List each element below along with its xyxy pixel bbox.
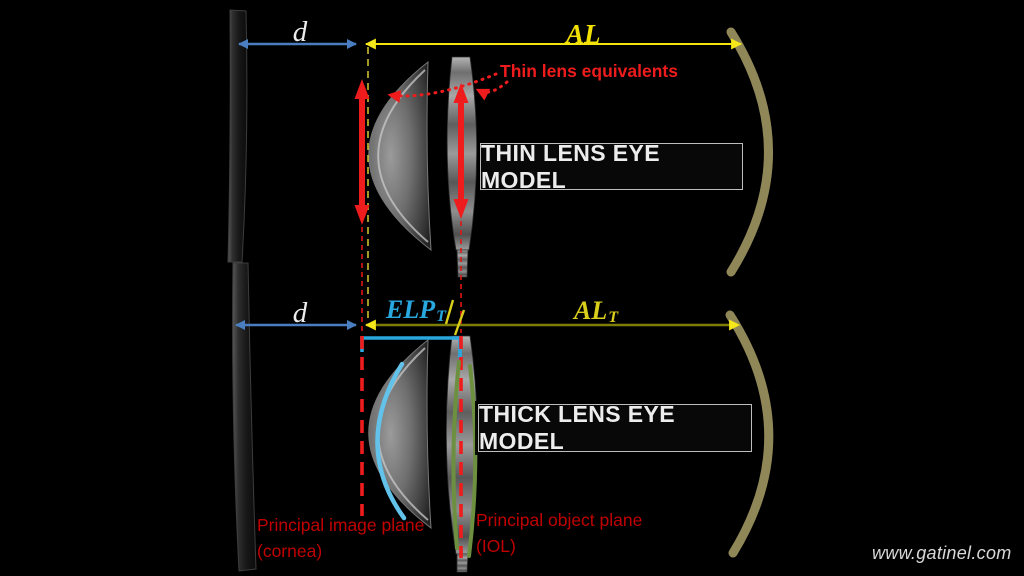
iol-surface-arcs <box>451 360 478 558</box>
axis-break-slashes <box>444 299 466 336</box>
principal-image-plane-label: Principal image plane (cornea) <box>257 515 425 561</box>
vertex-distance-label-bottom: d <box>292 297 308 329</box>
cornea-surface-arc <box>375 361 407 521</box>
thin-lens-model-title: THIN LENS EYE MODEL <box>480 140 743 193</box>
axial-length-label-top: AL <box>566 19 601 49</box>
spectacle-lens-bottom <box>232 262 257 572</box>
axial-length-label-bottom: ALT <box>574 296 619 326</box>
vertex-distance-label-top: d <box>292 16 308 48</box>
annotation-pointer-curves <box>387 72 509 103</box>
elp-label: ELPT <box>386 295 446 325</box>
iol-thin-lens-arrow <box>453 83 469 219</box>
spectacle-lens-top <box>227 9 248 263</box>
thick-lens-model-title: THICK LENS EYE MODEL <box>478 401 752 454</box>
cornea-thin-lens-arrow <box>354 79 370 225</box>
watermark: www.gatinel.com <box>872 543 1012 563</box>
thin-lens-equivalents-label: Thin lens equivalents <box>500 61 678 81</box>
retina-arc-top <box>726 27 773 277</box>
cornea-cross-section-top <box>368 60 432 252</box>
retina-arc-bottom <box>725 310 774 558</box>
principal-object-plane-label: Principal object plane (IOL) <box>476 510 643 556</box>
